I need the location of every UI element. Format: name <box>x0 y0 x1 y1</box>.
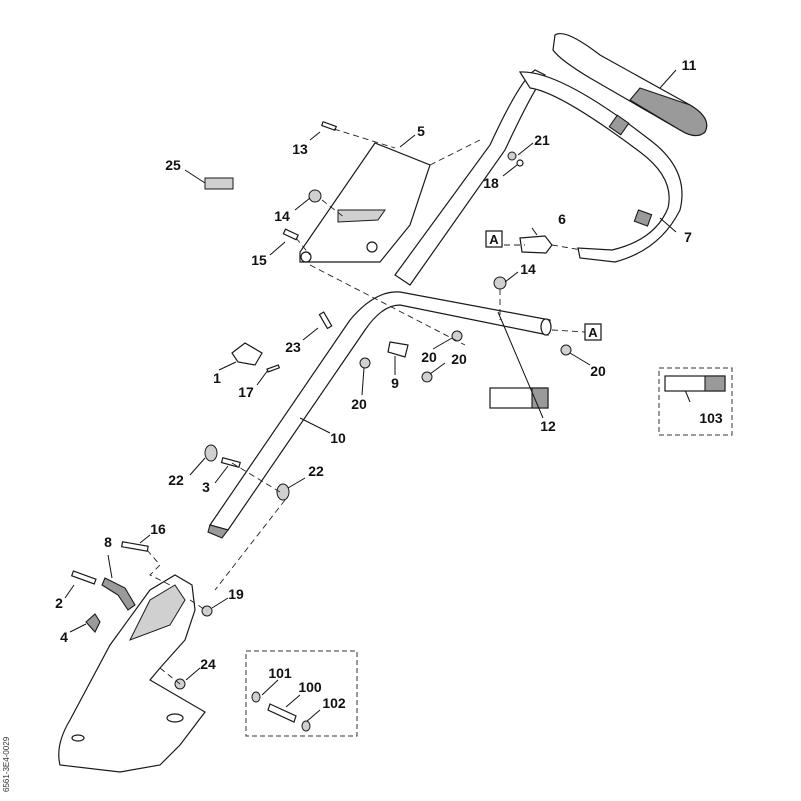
reference-a-top: A <box>485 230 503 248</box>
callout-23: 23 <box>285 339 301 355</box>
callout-10: 10 <box>330 430 346 446</box>
callout-20: 20 <box>590 363 606 379</box>
callout-2: 2 <box>55 595 63 611</box>
reference-a-label: A <box>489 232 499 247</box>
callout-20: 20 <box>351 396 367 412</box>
reference-a-label: A <box>588 325 598 340</box>
callout-14: 14 <box>520 261 536 277</box>
assembly-lines <box>146 128 586 685</box>
callout-8: 8 <box>104 534 112 550</box>
inset-decal-box <box>658 367 733 436</box>
callout-25: 25 <box>165 157 181 173</box>
callout-3: 3 <box>202 479 210 495</box>
callout-19: 19 <box>228 586 244 602</box>
reference-a-bottom: A <box>584 323 602 341</box>
handle-grip <box>552 33 708 137</box>
callout-4: 4 <box>60 629 68 645</box>
callout-100: 100 <box>298 679 322 695</box>
callout-21: 21 <box>534 132 550 148</box>
callout-7: 7 <box>684 229 692 245</box>
callout-15: 15 <box>251 252 267 268</box>
callout-14: 14 <box>274 208 290 224</box>
mounting-bracket <box>58 574 206 773</box>
small-hardware <box>70 120 572 690</box>
callout-1: 1 <box>213 370 221 386</box>
callout-22: 22 <box>168 472 184 488</box>
callout-103: 103 <box>699 410 723 426</box>
callout-24: 24 <box>200 656 216 672</box>
callout-6: 6 <box>558 211 566 227</box>
callout-12: 12 <box>540 418 556 434</box>
callout-22: 22 <box>308 463 324 479</box>
cable-guide-box <box>299 142 431 263</box>
lower-handlebar <box>207 291 552 539</box>
callout-102: 102 <box>322 695 346 711</box>
leader-lines <box>64 69 691 723</box>
upper-handlebar <box>394 69 683 286</box>
callout-17: 17 <box>238 384 254 400</box>
callout-20: 20 <box>451 351 467 367</box>
callout-labels: 11 5 13 21 25 18 14 6 7 15 14 23 20 20 1… <box>55 57 723 711</box>
callout-16: 16 <box>150 521 166 537</box>
callout-18: 18 <box>483 175 499 191</box>
callout-20: 20 <box>421 349 437 365</box>
callout-9: 9 <box>391 375 399 391</box>
drawing-code: 6561-3E4-0029 <box>2 736 11 792</box>
inset-kit-box <box>245 650 358 737</box>
callout-11: 11 <box>682 57 697 73</box>
callout-5: 5 <box>417 123 425 139</box>
callout-13: 13 <box>292 141 308 157</box>
callout-101: 101 <box>268 665 292 681</box>
